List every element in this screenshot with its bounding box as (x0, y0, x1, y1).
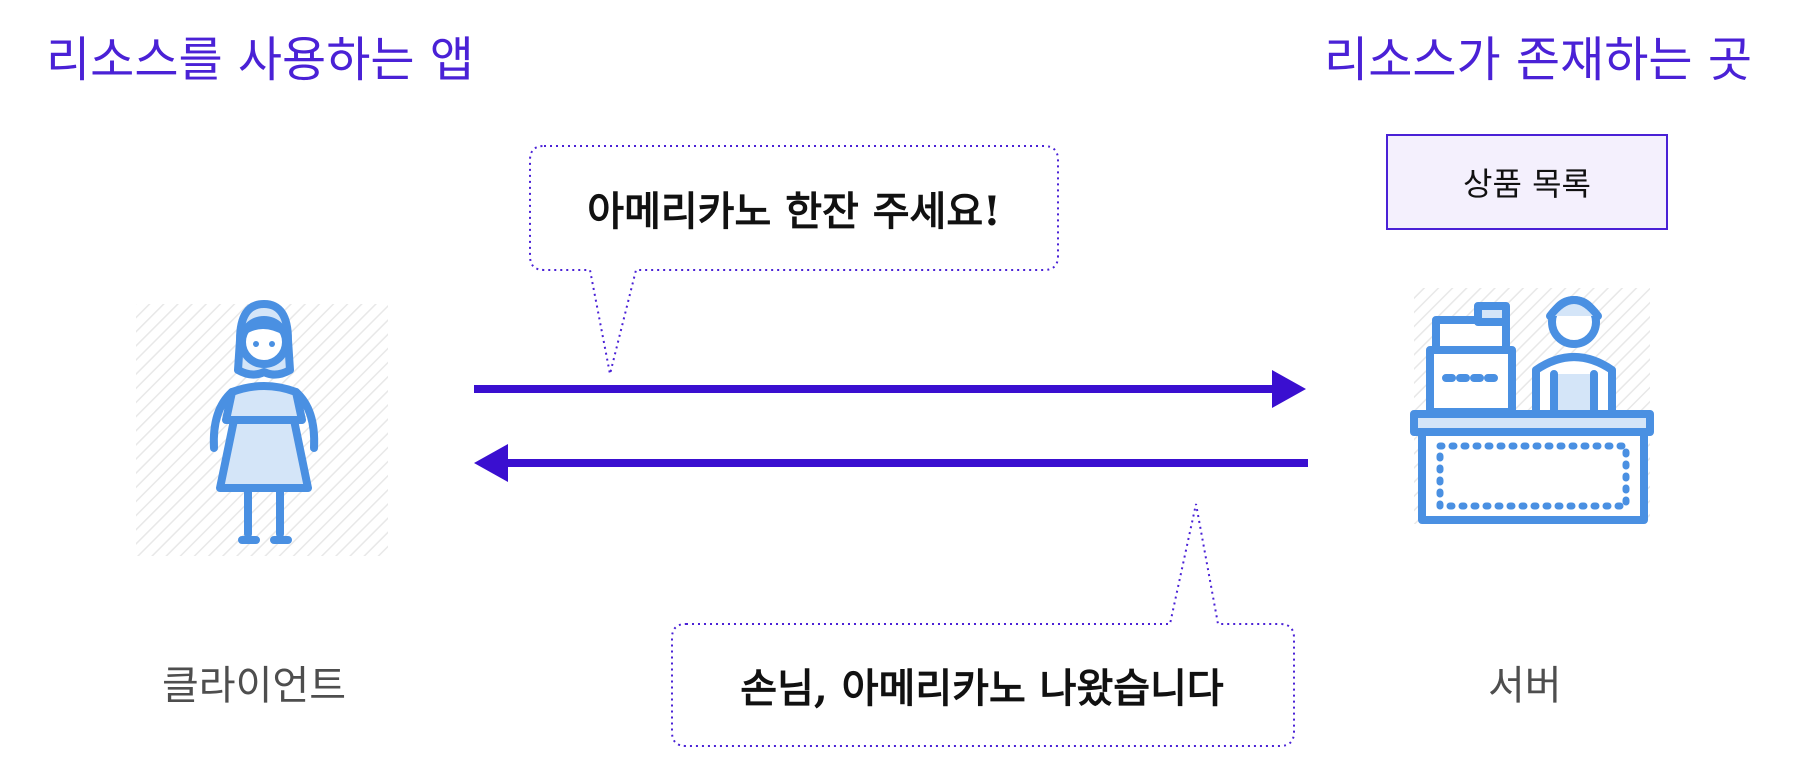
request-speech-bubble (529, 145, 1059, 375)
server-title: 리소스가 존재하는 곳 (1324, 32, 1752, 88)
server-label: 서버 (1488, 663, 1562, 709)
product-list-label: 상품 목록 (1463, 165, 1591, 203)
client-title: 리소스를 사용하는 앱 (46, 32, 474, 88)
response-speech-bubble (671, 503, 1295, 747)
cashier-icon (1410, 288, 1654, 524)
request-message: 아메리카노 한잔 주세요! (587, 188, 1001, 235)
product-list-box: 상품 목록 (1386, 134, 1668, 230)
request-arrow (474, 370, 1306, 408)
client-label: 클라이언트 (162, 663, 346, 709)
response-message: 손님, 아메리카노 나왔습니다 (740, 665, 1224, 712)
woman-icon (136, 300, 388, 556)
response-arrow (474, 444, 1308, 482)
